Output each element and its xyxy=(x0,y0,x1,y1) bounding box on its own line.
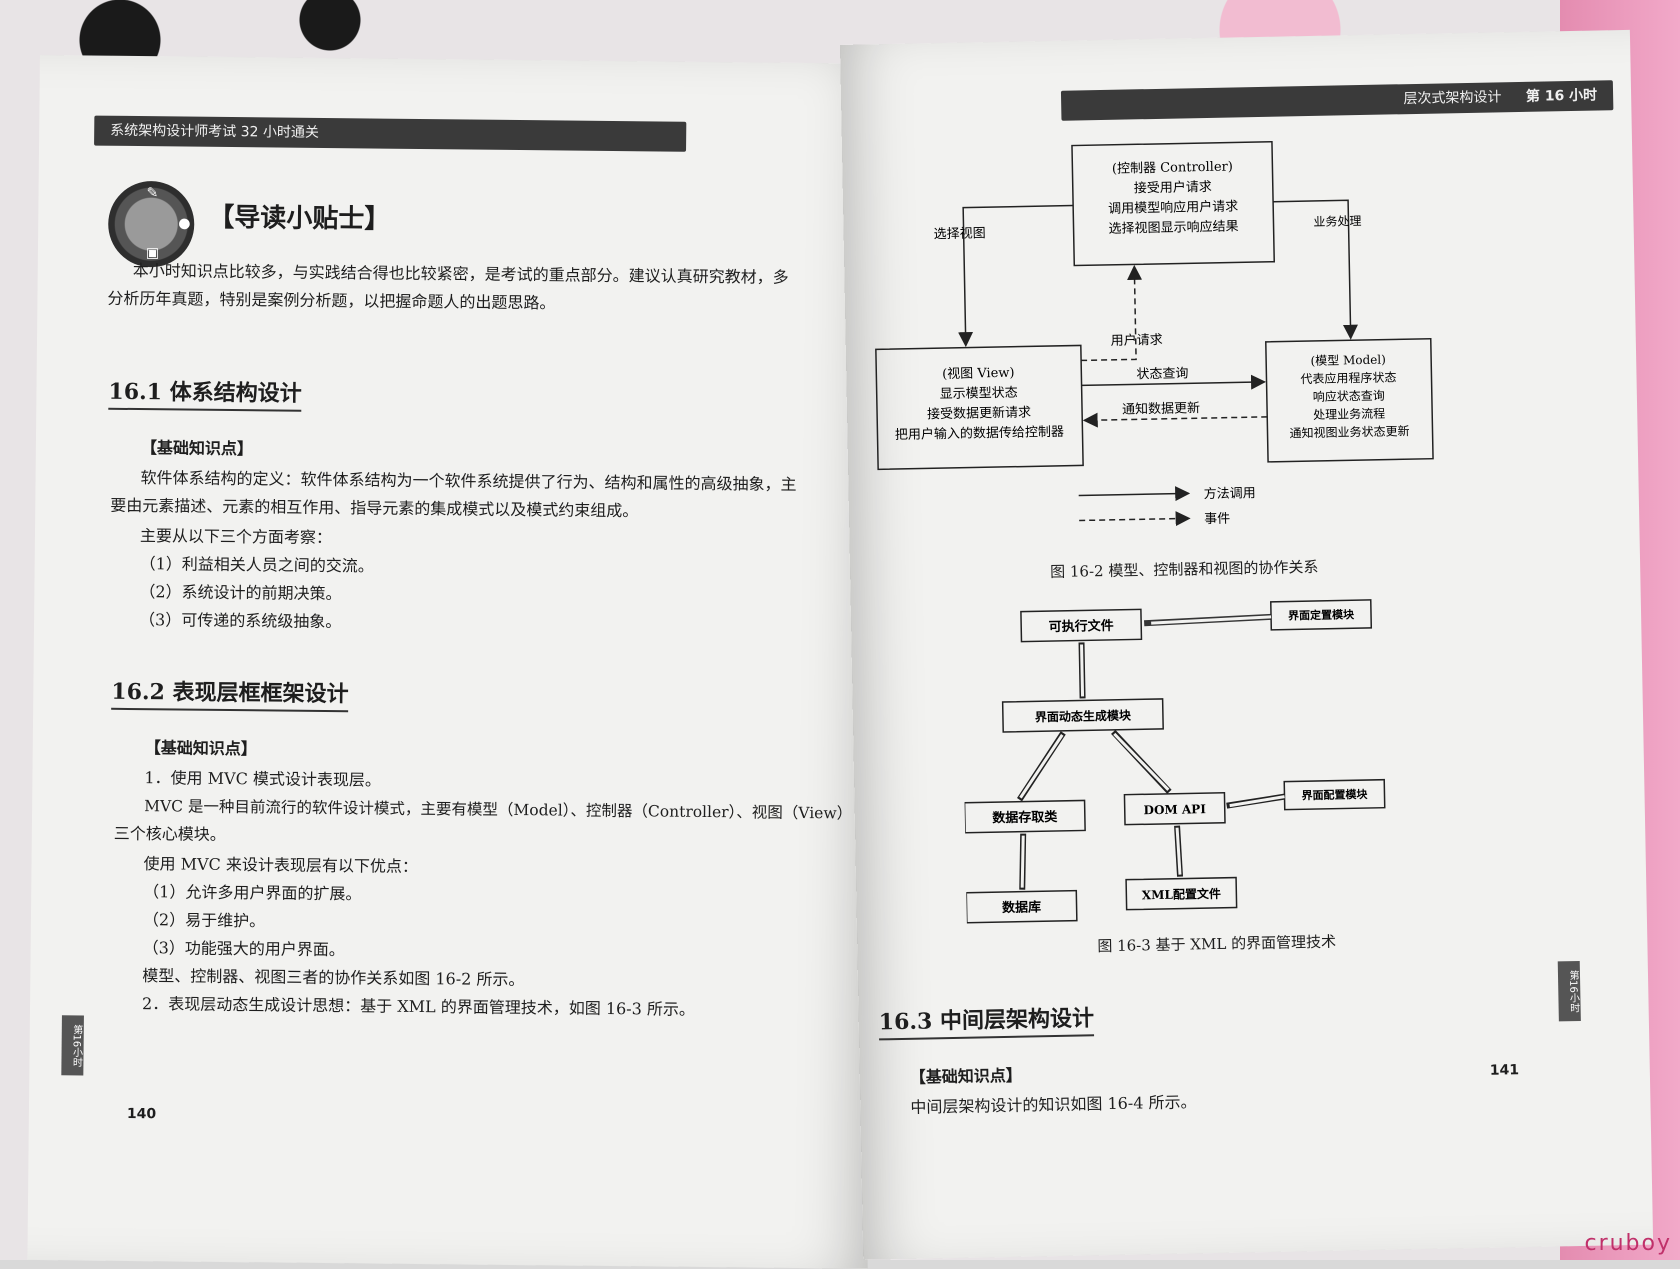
mvc-description-line-1: MVC 是一种目前流行的软件设计模式，主要有模型（Model）、控制器（Cont… xyxy=(144,797,853,823)
dot-icon: ● xyxy=(178,215,191,232)
database-label: 数据库 xyxy=(1002,899,1041,916)
mvc-point-1: 1．使用 MVC 模式设计表现层。 xyxy=(144,768,382,790)
ui-custom-label: 界面定置模块 xyxy=(1288,607,1355,622)
model-line: 通知视图业务状态更新 xyxy=(1289,423,1409,440)
ui-config-label: 界面配置模块 xyxy=(1301,787,1368,802)
architecture-definition-line-1: 软件体系结构的定义：软件体系结构为一个软件系统提供了行为、结构和属性的高级抽象，… xyxy=(140,468,797,494)
legend-method-line xyxy=(1078,486,1191,502)
executable-box xyxy=(1020,608,1143,643)
section-16-2-title: 16.2 表现层框框架设计 xyxy=(111,673,349,713)
left-page: 系统架构设计师考试 32 小时通关 ✎ ● ▣ 【导读小贴士】 本小时知识点比较… xyxy=(27,55,880,1269)
ui-config-box xyxy=(1283,778,1386,811)
figure-16-3-caption: 图 16-3 基于 XML 的界面管理技术 xyxy=(1097,932,1337,956)
pencil-icon: ✎ xyxy=(146,185,159,202)
select-view-label: 选择视图 xyxy=(934,226,986,242)
guide-title: 【导读小贴士】 xyxy=(208,202,391,235)
list-item: （3）功能强大的用户界面。 xyxy=(142,938,345,960)
legend-method-label: 方法调用 xyxy=(1204,485,1256,502)
legend-event-line xyxy=(1079,511,1191,527)
section-16-2-knowledge-label: 【基础知识点】 xyxy=(144,738,257,759)
dynamic-gen-box xyxy=(1001,698,1164,733)
view-line: 接受数据更新请求 xyxy=(927,404,1031,422)
three-aspects-intro: 主要从以下三个方面考察： xyxy=(139,526,333,548)
view-label: (视图 View) xyxy=(942,366,1015,382)
select-view-arrow xyxy=(958,204,1074,348)
figure-reference-16-2: 模型、控制器、视图三者的协作关系如图 16-2 所示。 xyxy=(142,966,525,990)
controller-line: 选择视图显示响应结果 xyxy=(1108,218,1238,236)
side-chapter-tab: 第16小时 xyxy=(1557,960,1581,1022)
model-line: 响应状态查询 xyxy=(1313,388,1385,404)
user-request-label: 用户请求 xyxy=(1111,332,1163,349)
dynamic-gen-label: 界面动态生成模块 xyxy=(1035,708,1132,725)
list-item: （2）系统设计的前期决策。 xyxy=(139,582,342,604)
notify-label: 通知数据更新 xyxy=(1122,400,1200,417)
business-label: 业务处理 xyxy=(1313,213,1361,229)
state-query-label: 状态查询 xyxy=(1136,366,1188,382)
dynamic-generation-point: 2．表现层动态生成设计思想：基于 XML 的界面管理技术，如图 16-3 所示。 xyxy=(141,994,696,1019)
side-chapter-tab: 第16小时 xyxy=(61,1015,84,1076)
view-line: 把用户输入的数据传给控制器 xyxy=(895,424,1064,443)
legend-event-label: 事件 xyxy=(1204,512,1230,527)
dom-api-box xyxy=(1123,791,1226,826)
left-page-number: 140 xyxy=(126,1105,157,1123)
right-running-head: 层次式架构设计 第 16 小时 xyxy=(1060,80,1614,121)
left-running-head: 系统架构设计师考试 32 小时通关 xyxy=(94,115,687,152)
right-running-head-title: 层次式架构设计 xyxy=(1403,89,1502,108)
watermark: cruboy xyxy=(1584,1231,1672,1256)
view-line: 显示模型状态 xyxy=(940,386,1018,402)
middle-tier-intro: 中间层架构设计的知识如图 16-4 所示。 xyxy=(910,1092,1197,1117)
right-page-number: 141 xyxy=(1489,1062,1520,1079)
mvc-advantages-intro: 使用 MVC 来设计表现层有以下优点： xyxy=(143,854,418,877)
xml-config-label: XML配置文件 xyxy=(1142,886,1221,903)
figure-16-2-caption: 图 16-2 模型、控制器和视图的协作关系 xyxy=(1049,557,1319,582)
model-line: 代表应用程序状态 xyxy=(1300,369,1396,386)
ui-custom-box xyxy=(1270,599,1373,631)
controller-label: (控制器 Controller) xyxy=(1112,159,1233,176)
figure-16-2-mvc-diagram: (控制器 Controller) 接受用户请求 调用模型响应用户请求 选择视图显… xyxy=(875,140,1434,527)
right-running-head-chapter: 第 16 小时 xyxy=(1525,87,1598,105)
section-16-3-title: 16.3 中间层架构设计 xyxy=(878,1000,1095,1041)
guide-text-line-2: 分析历年真题，特别是案例分析题，以把握命题人的出题思路。 xyxy=(107,288,556,313)
notify-arrow xyxy=(1082,412,1268,428)
section-16-3-knowledge-label: 【基础知识点】 xyxy=(909,1065,1023,1087)
database-box xyxy=(965,889,1078,924)
list-item: （2）易于维护。 xyxy=(142,910,266,931)
model-box xyxy=(1265,337,1434,463)
mvc-description-line-2: 三个核心模块。 xyxy=(113,823,226,844)
xml-config-box xyxy=(1125,876,1238,911)
section-16-1-title: 16.1 体系结构设计 xyxy=(108,373,302,412)
model-label: (模型 Model) xyxy=(1310,353,1386,368)
user-request-arrow xyxy=(1081,264,1143,362)
business-arrow xyxy=(1273,199,1358,340)
list-item: （3）可传递的系统级抽象。 xyxy=(138,610,342,632)
dom-api-label: DOM API xyxy=(1143,802,1206,817)
figure-16-3-xml-diagram: 可执行文件 界面定置模块 界面动态生成模块 数据存取类 DOM API 界面配置… xyxy=(963,599,1386,924)
architecture-definition-line-2: 要由元素描述、元素的相互作用、指导元素的集成模式以及模式约束组成。 xyxy=(110,495,639,521)
guide-badge-icon: ✎ ● ▣ xyxy=(107,180,195,268)
model-line: 处理业务流程 xyxy=(1313,406,1385,422)
controller-line: 接受用户请求 xyxy=(1134,179,1212,196)
executable-label: 可执行文件 xyxy=(1049,618,1114,635)
section-16-1-knowledge-label: 【基础知识点】 xyxy=(140,438,254,459)
controller-line: 调用模型响应用户请求 xyxy=(1108,198,1238,216)
list-item: （1）允许多用户界面的扩展。 xyxy=(143,882,362,904)
list-item: （1）利益相关人员之间的交流。 xyxy=(139,554,374,576)
state-query-arrow xyxy=(1081,374,1267,390)
data-access-box xyxy=(963,799,1086,834)
view-box xyxy=(875,344,1084,471)
data-access-label: 数据存取类 xyxy=(992,809,1058,826)
right-page: 层次式架构设计 第 16 小时 (控制器 Controller) 接受用户请求 … xyxy=(840,29,1654,1260)
